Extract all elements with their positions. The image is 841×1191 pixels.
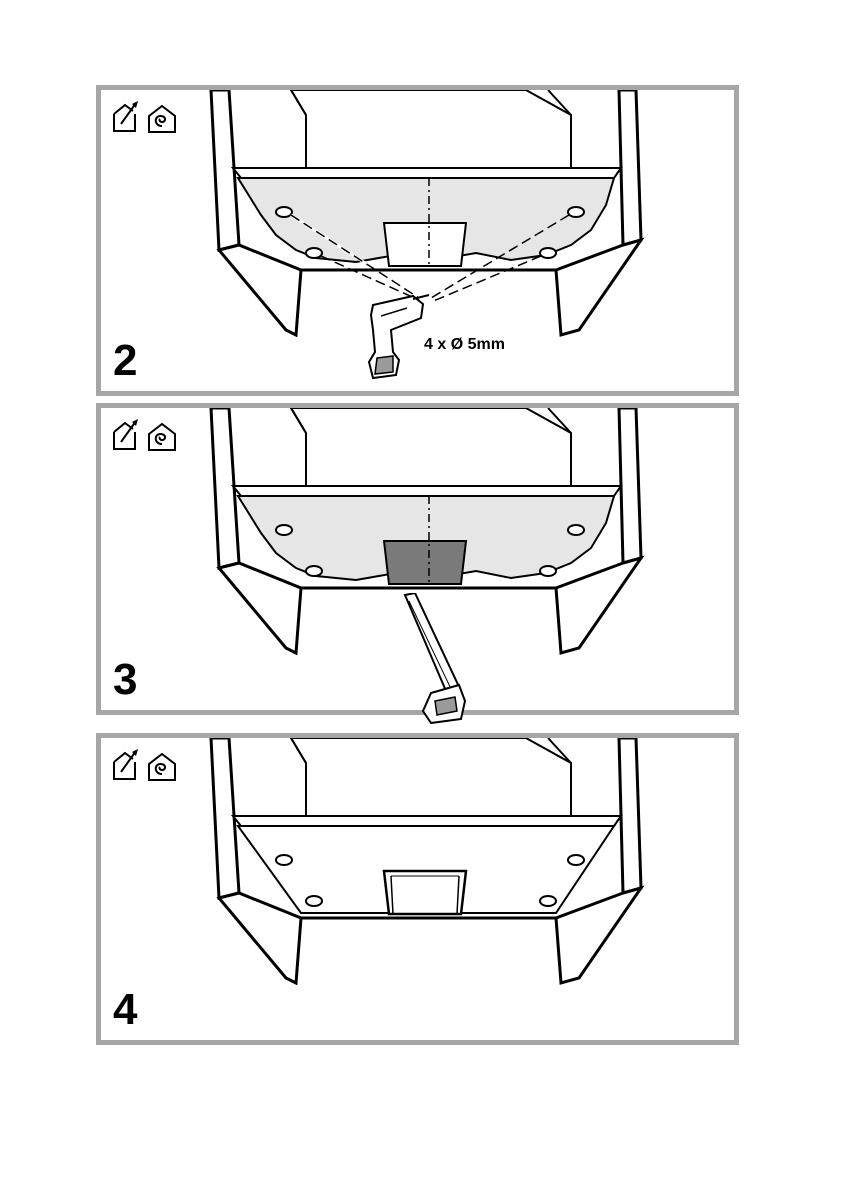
step-number: 3 [113, 658, 136, 702]
step-2-panel: 4 x Ø 5mm 2 [96, 85, 739, 396]
step-number: 4 [113, 988, 136, 1032]
cabinet-cutout-illustration [101, 738, 734, 1040]
step-4-panel: 4 [96, 733, 739, 1045]
drill-size-label: 4 x Ø 5mm [424, 336, 505, 354]
step-3-panel: 3 [96, 403, 739, 715]
saw-icon [401, 593, 471, 728]
drill-icon [101, 90, 734, 391]
step-number: 2 [113, 339, 136, 383]
